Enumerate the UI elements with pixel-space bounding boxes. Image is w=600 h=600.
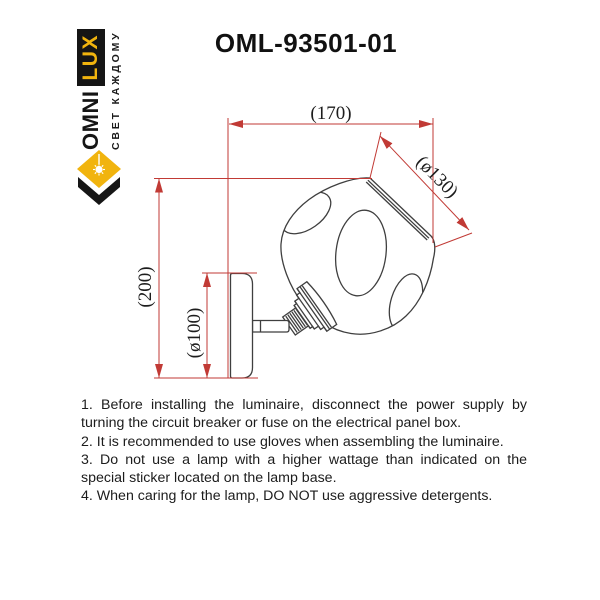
dim-base-diameter-label: (ø100) (184, 308, 205, 359)
instruction-line: 3. Do not use a lamp with a higher watta… (81, 451, 527, 468)
dim-height-label: (200) (135, 266, 156, 307)
page-title: OML-93501-01 (214, 28, 398, 58)
instruction-line: 4. When caring for the lamp, DO NOT use … (81, 488, 493, 505)
brand-lamp-icon (77, 150, 121, 205)
dimension-lines (154, 118, 473, 379)
instructions-block: 1. Before installing the luminaire, disc… (81, 396, 527, 506)
lamp-outline (229, 177, 436, 379)
instruction-line: 2. It is recommended to use gloves when … (81, 433, 504, 450)
instruction-line: special sticker located on the lamp base… (81, 470, 337, 487)
instruction-line: 1. Before installing the luminaire, disc… (81, 397, 527, 413)
instruction-line: turning the circuit breaker or fuse on t… (81, 415, 462, 432)
dim-width-label: (170) (310, 103, 351, 124)
